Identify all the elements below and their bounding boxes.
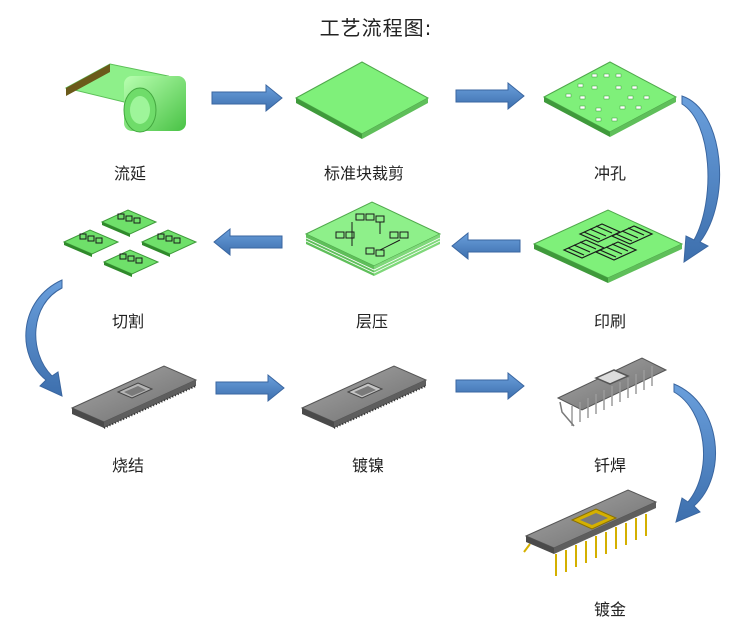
tape-casting-illustration [64, 63, 186, 133]
cutting-illustration [62, 209, 198, 277]
step-label-punching: 冲孔 [593, 164, 626, 183]
arrow-right-icon [455, 371, 525, 401]
curved-arrow-down-icon [673, 383, 717, 523]
curved-arrow-down-icon [681, 95, 721, 263]
punching-illustration [542, 61, 678, 137]
arrow-right-icon [211, 83, 283, 113]
blank-cutting-illustration [294, 61, 430, 139]
step-label-cutting: 切割 [111, 312, 144, 331]
step-label-brazing: 钎焊 [593, 456, 626, 475]
step-label-lamination: 层压 [355, 312, 388, 331]
nickel-plating-illustration [300, 365, 428, 429]
brazing-illustration [556, 357, 668, 427]
gold-plating-illustration [523, 489, 658, 576]
arrow-right-icon [455, 81, 525, 111]
step-label-blank-cutting: 标准块裁剪 [323, 164, 404, 183]
step-label-gold-plating: 镀金 [593, 600, 626, 619]
step-label-nickel-plating: 镀镍 [351, 456, 384, 475]
sintering-illustration [70, 365, 198, 429]
diagram-title: 工艺流程图: [319, 16, 433, 40]
printing-illustration [532, 209, 684, 283]
arrow-left-icon [451, 231, 521, 261]
step-label-tape-casting: 流延 [113, 164, 146, 183]
lamination-illustration [304, 201, 442, 276]
curved-arrow-down-icon [25, 279, 63, 397]
step-label-printing: 印刷 [593, 312, 626, 331]
arrow-left-icon [213, 227, 283, 257]
step-label-sintering: 烧结 [111, 456, 144, 475]
arrow-right-icon [215, 373, 285, 403]
